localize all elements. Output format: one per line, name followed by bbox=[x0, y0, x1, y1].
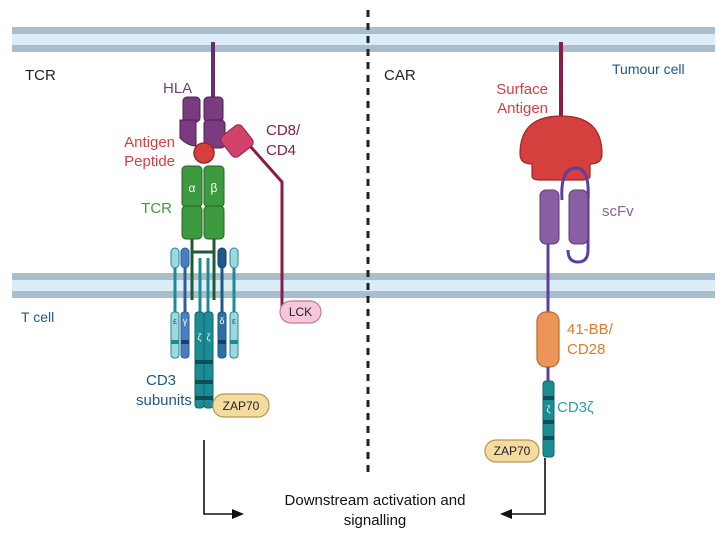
cd8-cd4-coreceptor bbox=[220, 124, 284, 308]
scfv-label: scFv bbox=[602, 203, 634, 220]
lck-badge bbox=[279, 300, 322, 324]
alpha-chain-label: α bbox=[189, 181, 196, 195]
costim-label-line1: 41-BB/ bbox=[567, 321, 614, 338]
costim-domain bbox=[536, 311, 560, 368]
lck-label: LCK bbox=[289, 305, 312, 319]
zap70-car-badge bbox=[484, 439, 540, 463]
beta-chain-label: β bbox=[211, 181, 218, 195]
right-arrow bbox=[500, 458, 546, 519]
cd3-gamma bbox=[180, 247, 190, 359]
cd3z-label: CD3ζ bbox=[557, 399, 594, 416]
hla-stalk bbox=[211, 42, 215, 100]
surface-antigen bbox=[519, 115, 603, 181]
costim-label-line2: CD28 bbox=[567, 341, 605, 358]
surface-antigen-label-line1: Surface bbox=[496, 81, 548, 98]
car-zeta-symbol: ζ bbox=[547, 404, 551, 414]
epsilon-left-symbol: ε bbox=[173, 316, 177, 326]
cd8-label-line1: CD8/ bbox=[266, 122, 301, 139]
zap70-tcr-label: ZAP70 bbox=[223, 399, 260, 413]
cd3-epsilon-right bbox=[229, 247, 239, 359]
tumour-cell-label: Tumour cell bbox=[612, 61, 685, 77]
scfv-domain bbox=[539, 166, 590, 264]
tcr-alpha-beta bbox=[181, 165, 225, 300]
left-arrow bbox=[203, 440, 244, 519]
hla-label: HLA bbox=[163, 80, 192, 97]
tumour-cell-membrane bbox=[12, 27, 715, 52]
outcome-line1: Downstream activation and bbox=[285, 492, 466, 509]
cd3-label-line2: subunits bbox=[136, 392, 192, 409]
outcome-line2: signalling bbox=[344, 512, 407, 529]
tcr-label: TCR bbox=[141, 200, 172, 217]
antigen-label-line1: Antigen bbox=[124, 134, 175, 151]
antigen-label-line2: Peptide bbox=[124, 153, 175, 170]
delta-symbol: δ bbox=[219, 316, 224, 326]
cd3-label-line1: CD3 bbox=[146, 372, 176, 389]
car-section-title: CAR bbox=[384, 67, 416, 84]
cd3-epsilon-left bbox=[170, 247, 180, 359]
cd8-label-line2: CD4 bbox=[266, 142, 296, 159]
surface-antigen-label-line2: Antigen bbox=[497, 100, 548, 117]
zap70-tcr-badge bbox=[212, 393, 270, 418]
cd3-zeta-dimer bbox=[194, 258, 214, 409]
zap70-car-label: ZAP70 bbox=[494, 444, 531, 458]
surface-antigen-stalk bbox=[559, 42, 563, 122]
zeta-right-symbol: ζ bbox=[207, 332, 211, 342]
tcr-section-title: TCR bbox=[25, 67, 56, 84]
cd3-delta bbox=[217, 247, 227, 359]
gamma-symbol: γ bbox=[183, 316, 188, 326]
t-cell-label: T cell bbox=[21, 309, 54, 325]
epsilon-right-symbol: ε bbox=[232, 316, 236, 326]
t-cell-membrane bbox=[12, 273, 715, 298]
antigen-peptide bbox=[193, 142, 215, 164]
zeta-left-symbol: ζ bbox=[198, 332, 202, 342]
car-cd3-zeta bbox=[542, 380, 555, 458]
hla-molecule bbox=[179, 96, 226, 149]
